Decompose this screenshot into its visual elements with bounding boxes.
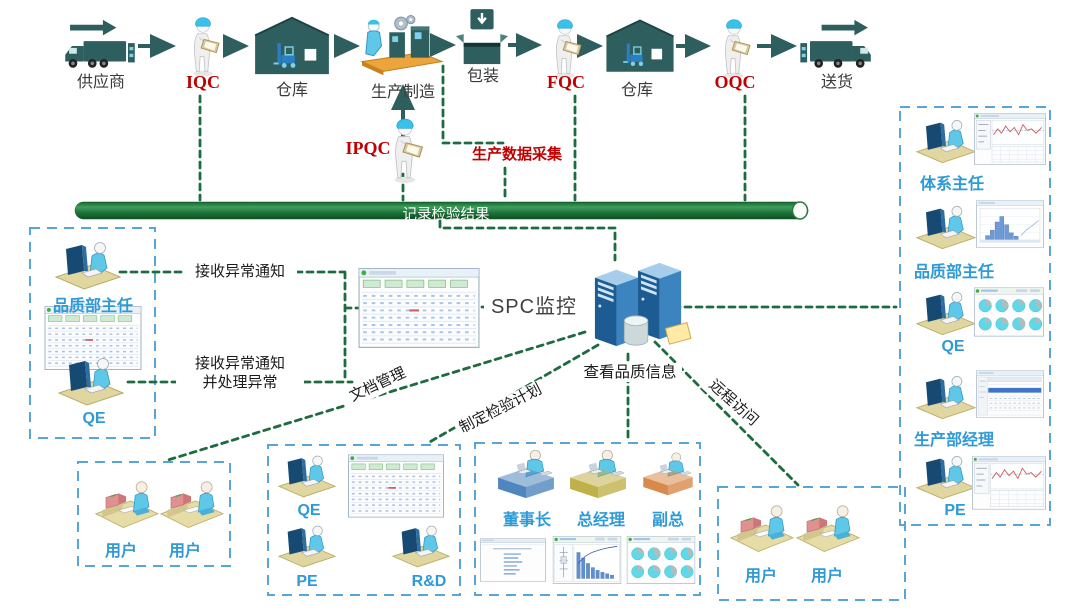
pareto-screenshot [552, 536, 622, 584]
oqc-inspector-icon [716, 18, 752, 80]
spc-table-screenshot [356, 268, 482, 348]
oqc-label: OQC [714, 72, 756, 92]
user-right-label-2: 用户 [810, 568, 843, 585]
pies-screenshot [974, 286, 1044, 338]
vp-label: 副总 [651, 512, 684, 529]
packing-icon [455, 8, 509, 70]
qe2-icon [916, 286, 976, 336]
histogram-screenshot [976, 200, 1044, 248]
warehouse-icon [250, 14, 334, 80]
delivery-truck-icon [798, 18, 878, 74]
chairman-label: 董事长 [502, 512, 551, 529]
supplier-label: 供应商 [76, 74, 125, 91]
system-director-icon [916, 114, 976, 164]
production-machine-icon [360, 12, 444, 76]
vp-desk-icon [640, 446, 696, 500]
tree-screenshot [480, 536, 546, 584]
record-pipe [74, 201, 809, 220]
quality-director2-icon [916, 200, 976, 250]
chairman-desk-icon [494, 446, 558, 500]
control-chart-screenshot [972, 454, 1046, 512]
iqc-inspector-icon [185, 16, 221, 78]
users-left-box [77, 461, 231, 567]
notify-handle-line2: 并处理异常 [202, 373, 278, 391]
eng-qe-label: QE [297, 502, 321, 519]
system-director-screenshot [974, 112, 1046, 166]
iqc-label: IQC [185, 72, 220, 92]
group-boxes [29, 106, 1051, 601]
qe-label: QE [82, 410, 106, 427]
warehouse-icon-2 [602, 14, 678, 80]
eng-qe-icon [278, 450, 336, 498]
system-director-label: 体系主任 [919, 176, 984, 193]
production-label: 生产制造 [370, 84, 435, 101]
managers-box [899, 106, 1051, 526]
user-desk-icon-1 [95, 472, 159, 530]
user-desk-icon-4 [796, 496, 860, 554]
record-results-label: 记录检验结果 [402, 207, 490, 223]
ipqc-label: IPQC [345, 138, 391, 158]
packing-label: 包装 [466, 68, 499, 85]
supplier-truck-icon [60, 18, 140, 74]
notify-handle-line1: 接收异常通知 [194, 355, 285, 372]
user-right-label-1: 用户 [744, 568, 777, 585]
production-manager-label: 生产部经理 [913, 432, 994, 449]
quality-director2-label: 品质部主任 [913, 264, 994, 281]
quality-director-icon [55, 236, 121, 290]
user-left-label-1: 用户 [104, 543, 137, 560]
eng-pe-icon [278, 520, 336, 568]
spc-monitor-label: SPC监控 [484, 295, 584, 320]
plan-table-screenshot [348, 454, 444, 518]
users-right-box [717, 486, 906, 601]
delivery-label: 送货 [820, 74, 853, 91]
pies-screenshot-2 [626, 536, 696, 584]
warehouse-label: 仓库 [275, 82, 308, 99]
qe-icon [58, 352, 124, 406]
qe2-label: QE [941, 338, 965, 355]
form-screenshot [976, 368, 1044, 420]
server-icon [583, 258, 695, 354]
gm-label: 总经理 [576, 512, 625, 529]
notify-handle-label: 接收异常通知 并处理异常 [176, 355, 304, 393]
eng-pe-label: PE [296, 573, 318, 590]
pe-label: PE [944, 502, 966, 519]
data-collection-label: 生产数据采集 [471, 146, 562, 163]
fqc-label: FQC [547, 72, 585, 92]
production-manager-icon [916, 370, 976, 420]
quality-director-label: 品质部主任 [52, 298, 133, 315]
user-desk-icon-2 [160, 472, 224, 530]
user-left-label-2: 用户 [168, 543, 201, 560]
eng-rd-icon [392, 520, 450, 568]
quality-dept-box [29, 227, 156, 439]
eng-rd-label: R&D [411, 573, 447, 590]
user-desk-icon-3 [730, 496, 794, 554]
view-quality-label: 查看品质信息 [578, 363, 682, 383]
fqc-inspector-icon [547, 18, 583, 80]
gm-desk-icon [566, 446, 630, 500]
pe-icon [916, 450, 976, 500]
notify-receive-label: 接收异常通知 [183, 263, 297, 282]
warehouse2-label: 仓库 [620, 82, 653, 99]
